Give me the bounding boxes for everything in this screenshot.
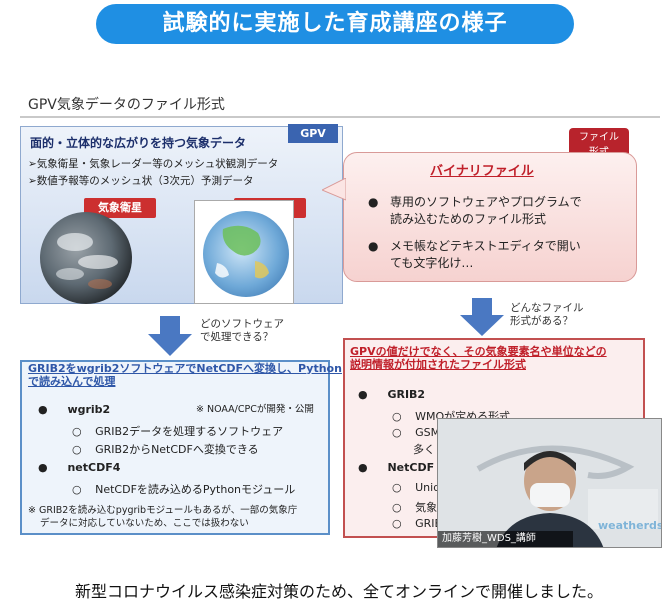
- netcdf-sub-text: Unid: [415, 481, 441, 494]
- netcdf4-sub-text: NetCDFを読み込めるPythonモジュール: [95, 483, 296, 496]
- netcdf-sub-item: ○ 気象: [392, 499, 437, 515]
- bullet-icon: ●: [38, 403, 48, 416]
- bullet-icon: ●: [38, 461, 48, 474]
- question-right-line1: どんなファイル: [510, 302, 584, 314]
- circle-bullet-icon: ○: [392, 501, 402, 514]
- circle-bullet-icon: ○: [72, 443, 82, 456]
- grib2-label: GRIB2: [387, 388, 426, 401]
- question-left-line1: どのソフトウェア: [200, 318, 284, 330]
- page-caption: 新型コロナウイルス感染症対策のため、全てオンラインで開催しました。: [74, 582, 603, 601]
- presenter-video: weatherds 加藤芳樹_WDS_講師: [437, 418, 662, 548]
- wgrib2-sub-item: ○ GRIB2からNetCDFへ変換できる: [72, 441, 259, 457]
- netcdf-item: ● NetCDF: [358, 461, 434, 474]
- forecast-map-frame: [194, 200, 294, 304]
- binary-file-title: バイナリファイル: [430, 164, 534, 179]
- netcdf4-label: netCDF4: [67, 461, 121, 474]
- question-left-line2: で処理できる？: [200, 331, 274, 343]
- grib2-sub-text: GSM: [415, 426, 441, 439]
- circle-bullet-icon: ○: [72, 483, 82, 496]
- wall-text: weatherds: [598, 519, 662, 532]
- bullet-icon: ●: [368, 195, 379, 209]
- software-box: [20, 360, 330, 535]
- file-format-tag-line1: ファイル: [579, 132, 619, 143]
- bubble-item-line: ても文字化け…: [390, 256, 474, 270]
- bullet-icon: ●: [358, 388, 368, 401]
- arrow-down-left-icon: [148, 316, 192, 356]
- presenter-name: 加藤芳樹_WDS_講師: [438, 531, 573, 547]
- netcdf4-sub-item: ○ NetCDFを読み込めるPythonモジュール: [72, 481, 295, 497]
- grib2-item: ● GRIB2: [358, 388, 425, 401]
- gpv-line-observation: ➢気象衛星・気象レーダー等のメッシュ状観測データ: [28, 158, 279, 170]
- wgrib2-sub-item: ○ GRIB2データを処理するソフトウェア: [72, 423, 283, 439]
- netcdf-sub-item: ○ Unid: [392, 481, 440, 494]
- software-box-heading-line2: で読み込んで処理: [28, 375, 116, 388]
- circle-bullet-icon: ○: [392, 410, 402, 423]
- slide-title-rule: [20, 116, 660, 118]
- bubble-item-line: 読み込むためのファイル形式: [390, 212, 547, 226]
- question-left: どのソフトウェア で処理できる？: [200, 318, 284, 344]
- circle-bullet-icon: ○: [72, 425, 82, 438]
- circle-bullet-icon: ○: [392, 517, 402, 530]
- bubble-pointer: [322, 178, 346, 201]
- grib2-sub-item: ○ GSM: [392, 426, 440, 439]
- bubble-item-line: メモ帳などテキストエディタで開い: [390, 239, 581, 253]
- wgrib2-sub-text: GRIB2からNetCDFへ変換できる: [95, 443, 259, 456]
- satellite-label: 気象衛星: [84, 198, 156, 218]
- wgrib2-item: ● wgrib2: [38, 403, 110, 416]
- circle-bullet-icon: ○: [392, 481, 402, 494]
- question-right: どんなファイル 形式がある？: [510, 302, 584, 328]
- netcdf-sub-text: GRIB: [415, 517, 443, 530]
- question-right-line2: 形式がある？: [510, 315, 573, 327]
- bullet-icon: ●: [358, 461, 368, 474]
- footnote-line1: ※ GRIB2を読み込むpygribモジュールもあるが、一部の気象庁: [28, 505, 298, 516]
- bubble-item-line: 専用のソフトウェアやプログラムで: [390, 195, 582, 209]
- satellite-cloud-pattern: [56, 233, 118, 289]
- software-box-heading: GRIB2をwgrib2ソフトウェアでNetCDFへ変換し、Python で読み…: [28, 362, 342, 388]
- bullet-icon: ●: [368, 239, 379, 253]
- slide-title: GPV気象データのファイル形式: [28, 97, 225, 113]
- satellite-earth-image: [40, 212, 132, 304]
- gpv-tag: GPV: [288, 124, 338, 143]
- bubble-item-software: ● 専用のソフトウェアやプログラムで 読み込むためのファイル形式: [368, 194, 582, 228]
- circle-bullet-icon: ○: [392, 426, 402, 439]
- netcdf-sub-item: ○ GRIB: [392, 517, 442, 530]
- file-format-box-heading: GPVの値だけでなく、その気象要素名や単位などの 説明情報が付加されたファイル形…: [350, 345, 607, 371]
- software-box-heading-line1: GRIB2をwgrib2ソフトウェアでNetCDFへ変換し、Python: [28, 362, 342, 375]
- software-box-footnote: ※ GRIB2を読み込むpygribモジュールもあるが、一部の気象庁 データに対…: [28, 504, 297, 530]
- gpv-heading: 面的・立体的な広がりを持つ気象データ: [30, 136, 247, 150]
- wgrib2-label: wgrib2: [67, 403, 111, 416]
- forecast-landmass: [215, 225, 269, 279]
- file-format-heading-line1: GPVの値だけでなく、その気象要素名や単位などの: [350, 345, 607, 358]
- binary-file-bubble: [343, 152, 637, 282]
- bubble-item-text-editor: ● メモ帳などテキストエディタで開い ても文字化け…: [368, 238, 581, 272]
- netcdf4-item: ● netCDF4: [38, 461, 120, 474]
- wgrib2-note: ※ NOAA/CPCが開発・公開: [196, 404, 314, 415]
- file-format-heading-line2: 説明情報が付加されたファイル形式: [350, 358, 526, 371]
- forecast-earth-image: [203, 211, 289, 297]
- banner-title: 試験的に実施した育成講座の様子: [96, 4, 574, 44]
- gpv-line-forecast: ➢数値予報等のメッシュ状（3次元）予測データ: [28, 175, 254, 187]
- netcdf-label: NetCDF: [387, 461, 435, 474]
- arrow-down-right-icon: [460, 298, 504, 336]
- footnote-line2: データに対応していないため、ここでは扱わない: [40, 518, 249, 529]
- wgrib2-sub-text: GRIB2データを処理するソフトウェア: [95, 425, 284, 438]
- grib2-sub-text-continued: 多く: [413, 443, 435, 456]
- netcdf-sub-text: 気象: [415, 501, 438, 514]
